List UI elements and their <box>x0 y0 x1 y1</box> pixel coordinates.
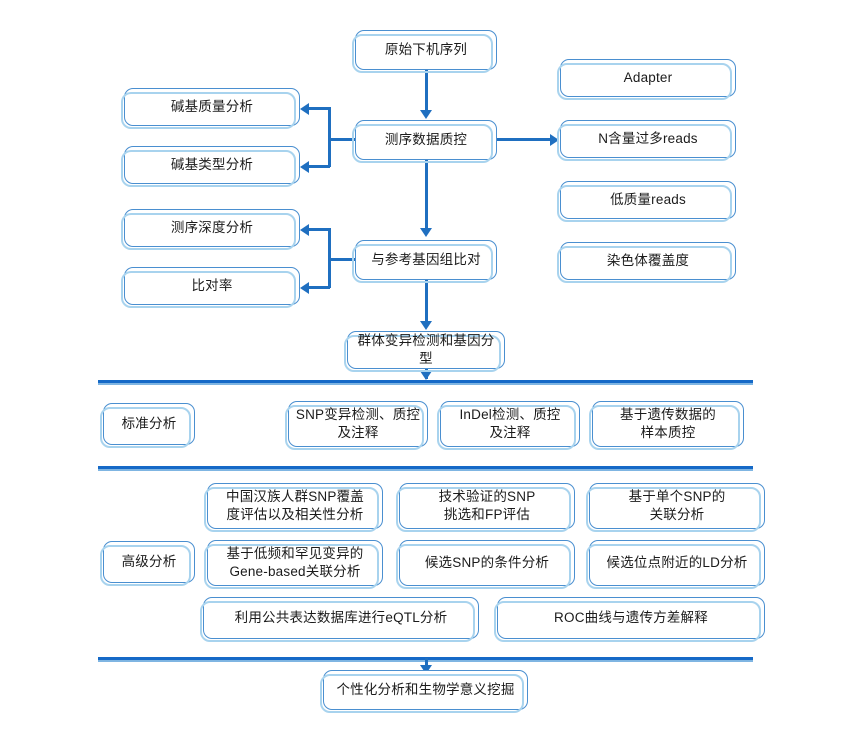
arrowhead-depth-analysis <box>300 223 309 236</box>
connector-bracket-to-depth <box>308 228 330 231</box>
connector-qc-to-left-bracket <box>330 138 357 141</box>
node-advanced-r1-item-2-label: 基于单个SNP的 关联分析 <box>628 488 726 522</box>
section-label-standard-analysis[interactable]: 标准分析 <box>100 403 195 448</box>
section-label-advanced-analysis-text: 高级分析 <box>121 553 177 569</box>
section-label-advanced-analysis[interactable]: 高级分析 <box>100 541 195 586</box>
node-n-rich-reads-label: N含量过多reads <box>598 130 698 146</box>
node-chromosome-coverage[interactable]: 染色体覆盖度 <box>557 242 736 283</box>
node-raw-sequence[interactable]: 原始下机序列 <box>352 30 497 73</box>
node-standard-item-0[interactable]: SNP变异检测、质控 及注释 <box>285 401 428 450</box>
connector-bracket-to-base-quality <box>308 107 330 110</box>
node-standard-item-0-label: SNP变异检测、质控 及注释 <box>295 406 421 440</box>
connector-qc-to-alignment <box>425 160 428 230</box>
node-reference-alignment[interactable]: 与参考基因组比对 <box>352 240 497 283</box>
arrowhead-to-personalized <box>420 665 432 674</box>
node-reference-alignment-label: 与参考基因组比对 <box>371 251 481 267</box>
node-base-quality-analysis-label: 碱基质量分析 <box>170 98 254 114</box>
bracket-alignment-left-vertical <box>328 228 331 288</box>
arrowhead-qc-to-alignment <box>420 228 432 237</box>
node-advanced-r2-item-1-label: 候选SNP的条件分析 <box>424 554 550 570</box>
connector-raw-to-qc <box>425 70 428 112</box>
node-standard-item-2-label: 基于遗传数据的 样本质控 <box>620 406 716 440</box>
node-advanced-r2-item-0[interactable]: 基于低频和罕见变异的 Gene-based关联分析 <box>204 540 383 589</box>
node-advanced-r3-item-1-label: ROC曲线与遗传方差解释 <box>554 609 708 625</box>
node-advanced-r3-item-0[interactable]: 利用公共表达数据库进行eQTL分析 <box>200 597 479 642</box>
node-adapter[interactable]: Adapter <box>557 59 736 100</box>
node-n-rich-reads[interactable]: N含量过多reads <box>557 120 736 161</box>
node-personalized-analysis[interactable]: 个性化分析和生物学意义挖掘 <box>320 670 528 713</box>
node-adapter-label: Adapter <box>623 69 673 85</box>
node-variant-calling-label: 群体变异检测和基因分型 <box>357 332 495 366</box>
node-low-quality-reads-label: 低质量reads <box>610 191 686 207</box>
connector-alignment-to-left-bracket <box>330 258 357 261</box>
section-label-standard-analysis-text: 标准分析 <box>121 415 177 431</box>
node-standard-item-2[interactable]: 基于遗传数据的 样本质控 <box>589 401 744 450</box>
separator-standard-top <box>98 380 753 385</box>
connector-bracket-to-mapping-rate <box>308 286 330 289</box>
arrowhead-variant-calling-to-standard <box>420 371 432 380</box>
node-standard-item-1-label: InDel检测、质控 及注释 <box>459 406 561 440</box>
arrowhead-base-type <box>300 160 309 173</box>
node-standard-item-1[interactable]: InDel检测、质控 及注释 <box>437 401 580 450</box>
node-base-type-analysis[interactable]: 碱基类型分析 <box>121 146 300 187</box>
connector-bracket-to-base-type <box>308 165 330 168</box>
node-depth-analysis-label: 测序深度分析 <box>170 219 254 235</box>
connector-alignment-to-variant-calling <box>425 280 428 324</box>
node-chromosome-coverage-label: 染色体覆盖度 <box>606 252 690 268</box>
node-advanced-r1-item-2[interactable]: 基于单个SNP的 关联分析 <box>586 483 765 532</box>
node-mapping-rate-label: 比对率 <box>191 277 233 293</box>
node-advanced-r2-item-1[interactable]: 候选SNP的条件分析 <box>396 540 575 589</box>
arrowhead-alignment-to-variant-calling <box>420 321 432 330</box>
arrowhead-base-quality <box>300 102 309 115</box>
node-advanced-r3-item-1[interactable]: ROC曲线与遗传方差解释 <box>494 597 765 642</box>
node-advanced-r1-item-1[interactable]: 技术验证的SNP 挑选和FP评估 <box>396 483 575 532</box>
arrowhead-n-rich-reads <box>550 133 559 146</box>
node-personalized-analysis-label: 个性化分析和生物学意义挖掘 <box>336 681 515 697</box>
node-advanced-r3-item-0-label: 利用公共表达数据库进行eQTL分析 <box>234 609 448 625</box>
arrowhead-mapping-rate <box>300 281 309 294</box>
arrowhead-raw-to-qc <box>420 110 432 119</box>
node-base-type-analysis-label: 碱基类型分析 <box>170 156 254 172</box>
node-raw-sequence-label: 原始下机序列 <box>384 41 468 57</box>
separator-advanced-top <box>98 466 753 471</box>
node-advanced-r1-item-0-label: 中国汉族人群SNP覆盖 度评估以及相关性分析 <box>226 488 364 522</box>
node-variant-calling[interactable]: 群体变异检测和基因分型 <box>344 331 505 372</box>
node-mapping-rate[interactable]: 比对率 <box>121 267 300 308</box>
node-low-quality-reads[interactable]: 低质量reads <box>557 181 736 222</box>
connector-qc-to-n-rich-reads <box>497 138 552 141</box>
node-data-qc-label: 测序数据质控 <box>384 131 468 147</box>
node-advanced-r2-item-0-label: 基于低频和罕见变异的 Gene-based关联分析 <box>226 545 364 579</box>
node-advanced-r1-item-1-label: 技术验证的SNP 挑选和FP评估 <box>438 488 536 522</box>
node-advanced-r2-item-2-label: 候选位点附近的LD分析 <box>606 554 748 570</box>
node-depth-analysis[interactable]: 测序深度分析 <box>121 209 300 250</box>
node-base-quality-analysis[interactable]: 碱基质量分析 <box>121 88 300 129</box>
bracket-qc-left-vertical <box>328 107 331 167</box>
node-data-qc[interactable]: 测序数据质控 <box>352 120 497 163</box>
node-advanced-r2-item-2[interactable]: 候选位点附近的LD分析 <box>586 540 765 589</box>
node-advanced-r1-item-0[interactable]: 中国汉族人群SNP覆盖 度评估以及相关性分析 <box>204 483 383 532</box>
